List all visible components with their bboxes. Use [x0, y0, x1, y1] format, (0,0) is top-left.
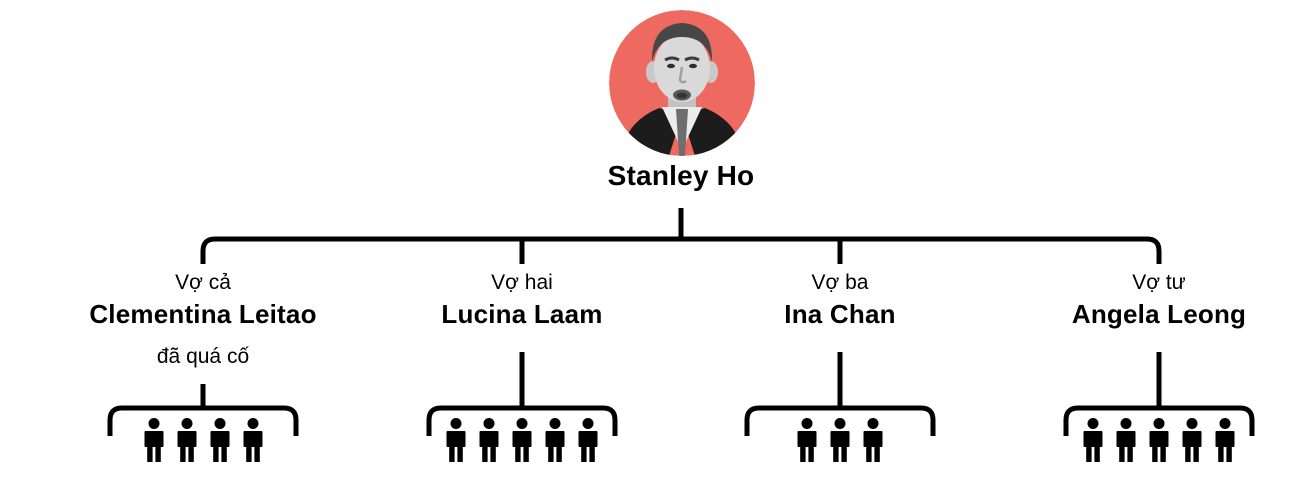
wife-3-column: Vợ ba Ina Chan [680, 271, 1000, 471]
wife-2-column: Vợ hai Lucina Laam [362, 271, 682, 471]
person-icon [578, 418, 598, 462]
person-icon [830, 418, 850, 462]
person-icon [1215, 418, 1235, 462]
person-icon [479, 418, 499, 462]
person-icon [177, 418, 196, 462]
stanley-ho-portrait [609, 10, 755, 156]
person-icon [1149, 418, 1169, 462]
person-icon [1083, 418, 1103, 462]
wife-3-name: Ina Chan [784, 299, 896, 329]
wife-1-column: Vợ cả Clementina Leitao đã quá cố [43, 271, 363, 471]
wife-2-name: Lucina Laam [441, 299, 603, 329]
wife-1-children-icons [43, 418, 363, 462]
root-name: Stanley Ho [607, 160, 755, 191]
person-icon [1116, 418, 1136, 462]
wife-2-children-icons [362, 418, 682, 462]
person-icon [1182, 418, 1202, 462]
wife-1-note: đã quá cố [156, 345, 250, 368]
person-icon [243, 418, 262, 462]
person-icon [797, 418, 817, 462]
person-icon [210, 418, 229, 462]
wife-3-label: Vợ ba [811, 271, 869, 294]
wife-4-children-icons [999, 418, 1292, 462]
wife-4-label: Vợ tư [1132, 271, 1186, 294]
person-icon [863, 418, 883, 462]
wife-4-name: Angela Leong [1071, 299, 1247, 329]
wife-1-name: Clementina Leitao [89, 299, 317, 329]
wife-4-column: Vợ tư Angela Leong [999, 271, 1292, 471]
person-icon [512, 418, 532, 462]
person-icon [446, 418, 466, 462]
person-icon [545, 418, 565, 462]
wife-3-children-icons [680, 418, 1000, 462]
wife-1-label: Vợ cả [175, 271, 231, 294]
person-icon [144, 418, 163, 462]
wives-branch-line [200, 236, 1162, 264]
wife-2-label: Vợ hai [491, 271, 553, 294]
